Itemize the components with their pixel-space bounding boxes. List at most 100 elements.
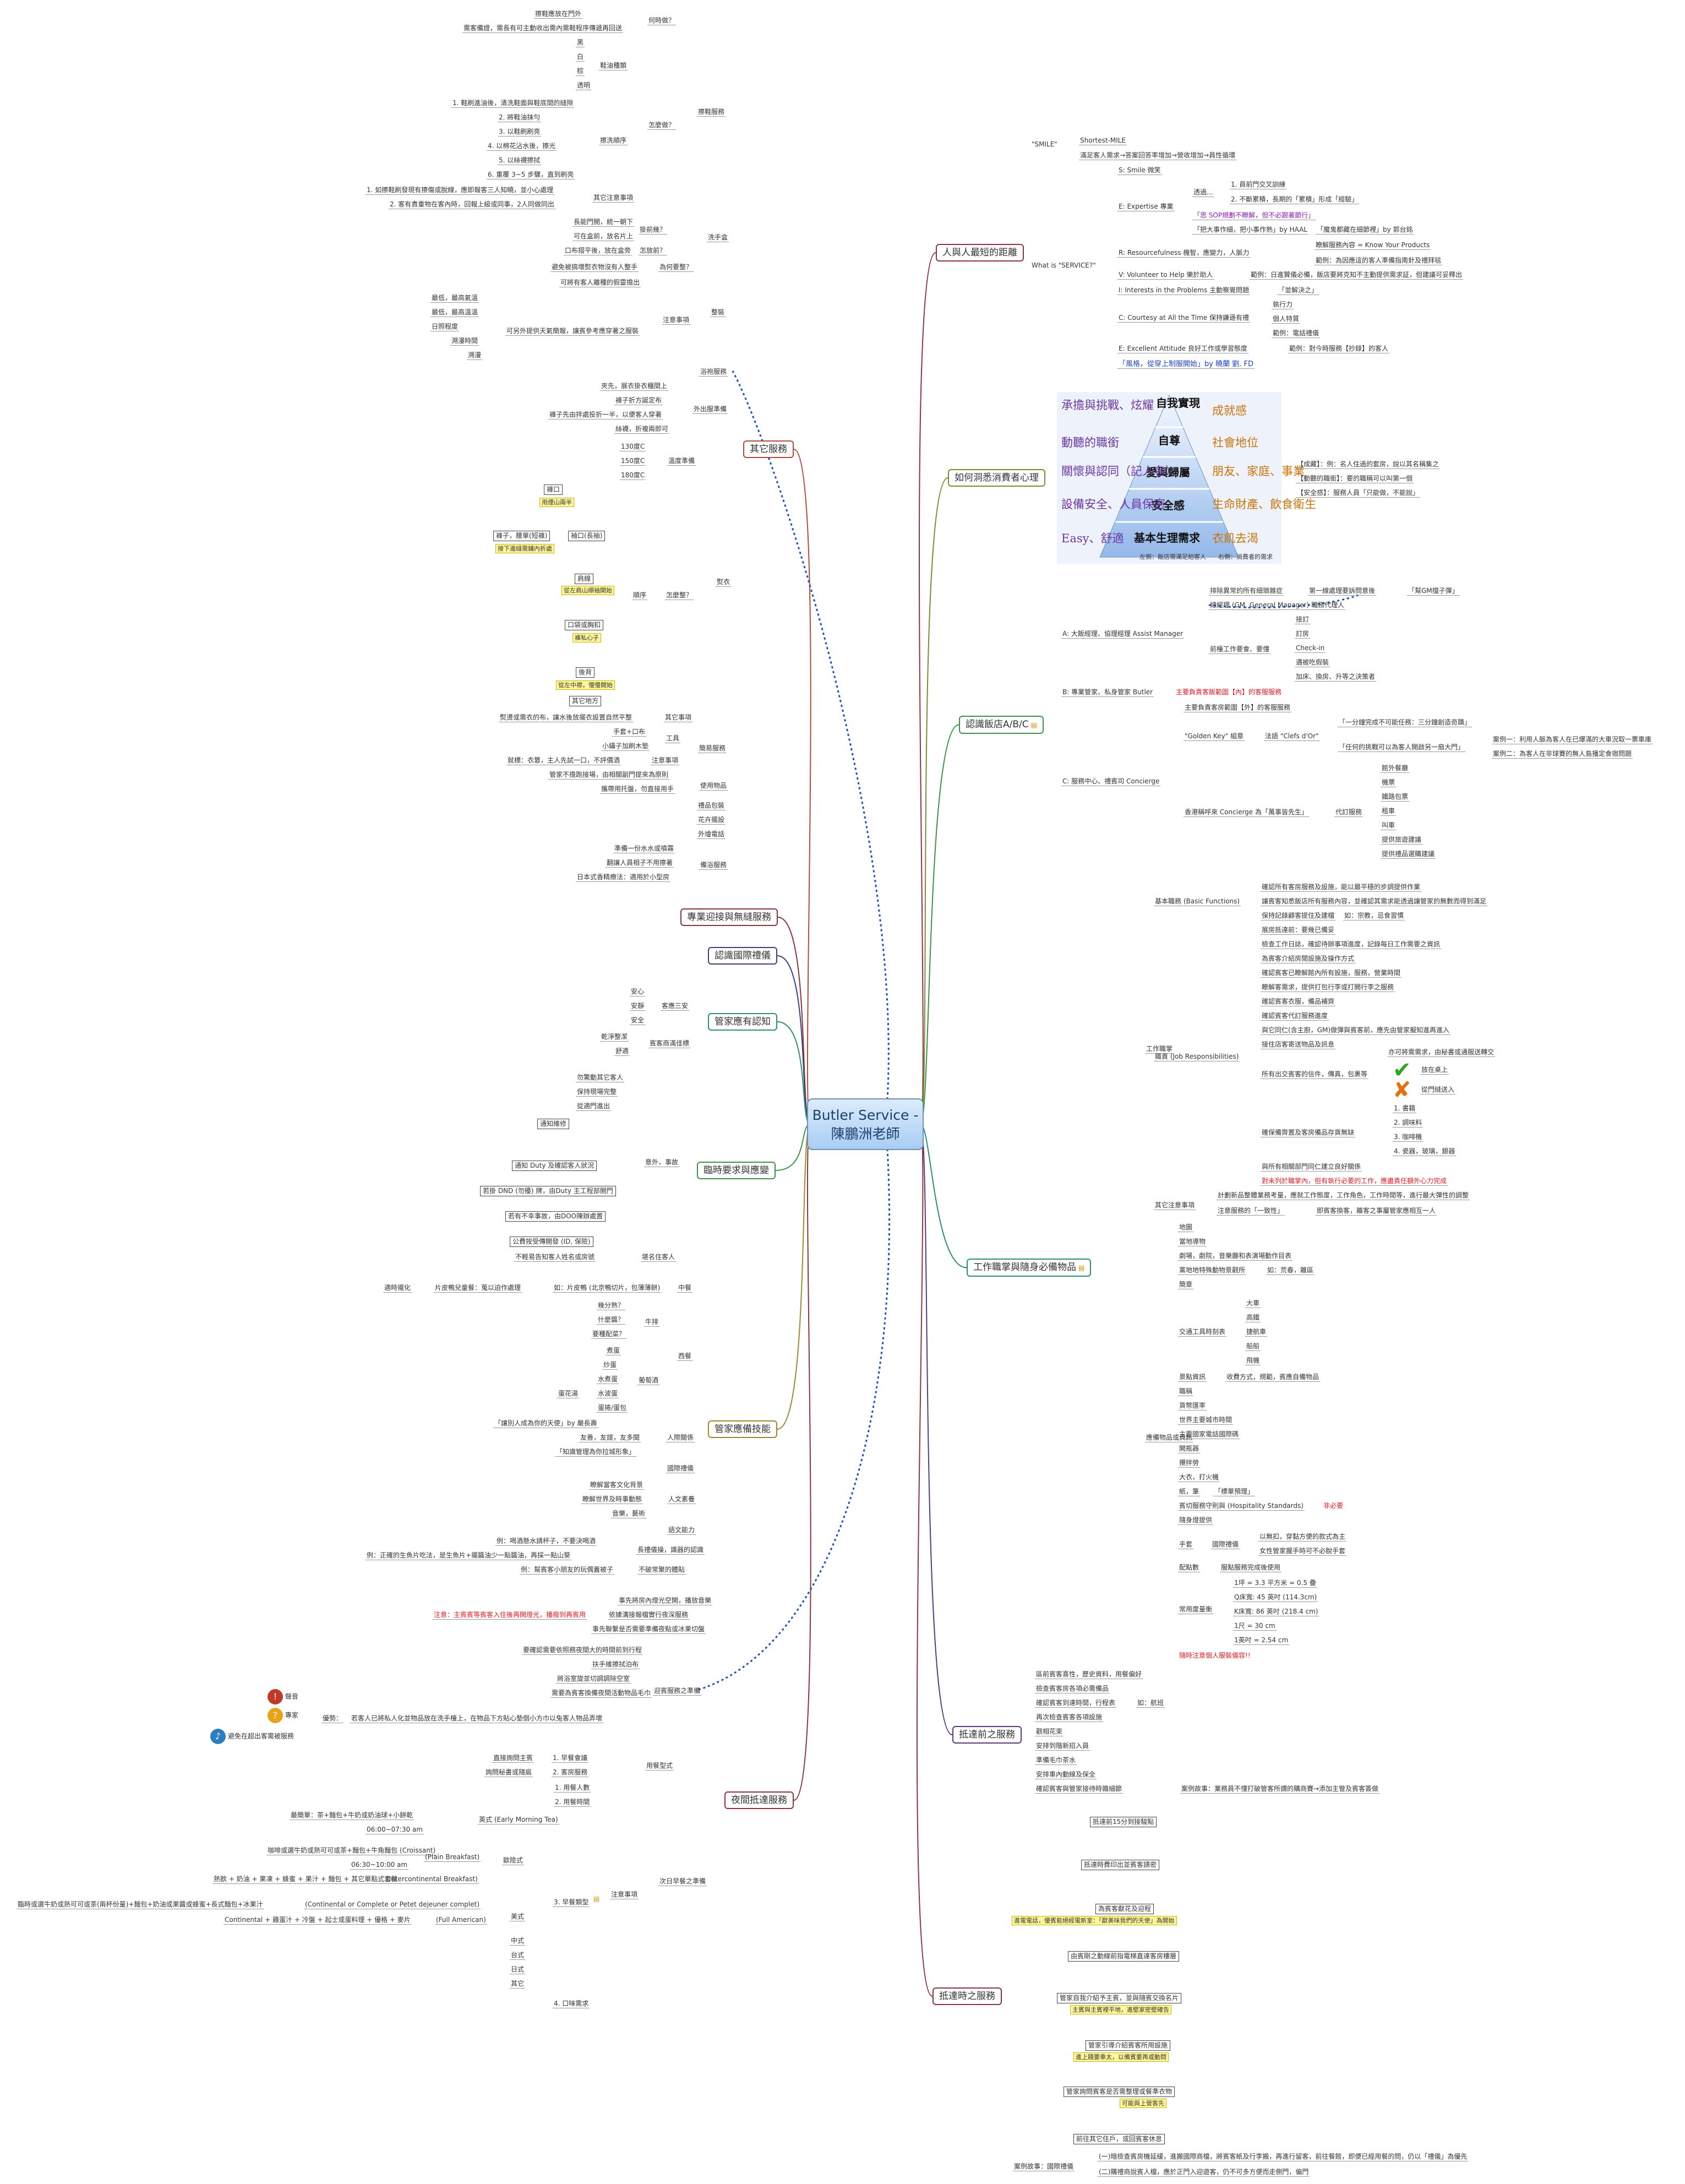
- other-item: 計劃新品整體業務考量，應就工作態度，工作角色，工作時間等，進行最大彈性的調整: [1217, 1191, 1470, 1200]
- other-item: 即賓客換客，離客之事屬管家應相互一人: [1316, 1207, 1437, 1216]
- wash-item: 可在盒前，放名片上: [572, 232, 635, 241]
- hk-item: 機票: [1381, 778, 1397, 787]
- safe-item: 安心: [630, 988, 646, 996]
- comfort-item: 乾淨整潔: [600, 1033, 629, 1042]
- hotel-a-quote: 「幫GM擋子彈」: [1407, 587, 1460, 596]
- branch-emergency[interactable]: 臨時要求與應變: [697, 1162, 776, 1179]
- bf-type: 其它: [510, 1980, 526, 1989]
- duty-carry: 應備物品或資訊: [1145, 1434, 1194, 1442]
- pack-note-item: 最低，最高溫溫: [430, 308, 479, 317]
- skill-lang: 語文能力: [667, 1526, 696, 1535]
- jr-item: 接住店客寄送物品及訊息: [1261, 1041, 1336, 1049]
- branch-skills[interactable]: 管家應備技能: [708, 1420, 777, 1438]
- use-item: 禮品包裝: [697, 802, 726, 810]
- out-item: 夾先，展衣掛衣櫃間上: [600, 382, 669, 391]
- hk-item: 館外餐廳: [1381, 764, 1410, 773]
- central-topic[interactable]: Butler Service - 陳鵬洲老師: [807, 1098, 924, 1150]
- bf-detail: (Full American): [435, 1916, 487, 1925]
- arrival-step: 管家詢問賓客是否需整理或餐準衣物: [1064, 2087, 1175, 2097]
- three-safe: 客應三安: [661, 1002, 690, 1011]
- branch-hotels[interactable]: 認識飯店A/B/C▤: [959, 716, 1044, 734]
- bf-detail: 熱飲 + 奶油 + 果凍 + 蜂蜜 + 果汁 + 麵包 + 其它單點式套餐: [212, 1875, 399, 1884]
- branch-cognition[interactable]: 管家應有認知: [708, 1013, 777, 1031]
- iron-step: 口袋或胸扣: [565, 620, 604, 630]
- bf-detail: Continental + 雞蛋汁 + 冷盤 + 起士或蛋料理 + 優格 + 麥…: [223, 1916, 412, 1925]
- jr-item: 檢查工作日誌，確認待辦事項進度，記錄每日工作需要之資訊: [1261, 940, 1442, 949]
- branch-pre-arrival[interactable]: 抵達前之服務: [952, 1726, 1022, 1744]
- tool-item: 小鑷子加刷木墊: [601, 742, 650, 751]
- bf-type: 台式: [510, 1951, 526, 1960]
- emergency-step: 通知維修: [537, 1119, 570, 1129]
- central-subtitle: 陳鵬洲老師: [831, 1126, 900, 1142]
- branch-psychology[interactable]: 如何洞悉消費者心理: [948, 469, 1045, 487]
- bf-detail: (Continental or Complete or Petet dejeun…: [304, 1900, 481, 1909]
- service-e-2: 2. 不斷累積，長期的「累積」形成「經驗」: [1230, 195, 1360, 204]
- jr-check-item: 1. 書籍: [1393, 1104, 1417, 1113]
- smile-question: "SMILE": [1032, 140, 1057, 148]
- carry-transport: 交通工具時刻表: [1178, 1328, 1227, 1337]
- iron-order: 順序: [632, 591, 648, 600]
- meal-item: 2. 客房服務: [552, 1768, 589, 1777]
- use-item: 外燴電話: [697, 830, 726, 839]
- wash-box: 洗手盒: [707, 233, 729, 242]
- meal-note: 詢問秘書或隨扈: [484, 1768, 533, 1777]
- service-item: 例：喝酒懸水請杯子，不要決喝酒: [495, 1537, 597, 1546]
- hotel-c: C: 服務中心、禮賓司 Concierge: [1061, 777, 1161, 786]
- pack-note: 注意事項: [662, 316, 691, 325]
- branch-duties[interactable]: 工作職掌與隨身必備物品▤: [967, 1259, 1092, 1277]
- carry-item: 貨幣匯率: [1178, 1402, 1207, 1410]
- note-icon: ▤: [1078, 1264, 1085, 1272]
- emergency-step: 若有不幸事故，由DOO陳辦處置: [505, 1211, 606, 1222]
- pre-item: 確認賓客與管家接待時雜細節: [1035, 1785, 1124, 1794]
- branch-distance[interactable]: 人與人最短的距離: [936, 244, 1024, 262]
- shoe-order-item: 3. 以鞋刷刷亮: [498, 128, 542, 137]
- pyramid-caption: 左側：飯店需滿足給客人 右側：消費者的需求: [1139, 553, 1273, 560]
- pack-service: 整裝: [710, 308, 726, 317]
- service-ee-1: 範例：對今時服務【抄錄】的客人: [1288, 345, 1390, 353]
- breakfast-item: 2. 用餐時間: [554, 1798, 591, 1807]
- seamless-item: 扶手維擦拭泊布: [591, 1660, 640, 1669]
- pack-note-item: 最低，最高氣溫: [430, 294, 479, 303]
- pyramid-left-label: 動聽的職銜: [1061, 436, 1119, 449]
- wash-q: 掛前幾？: [639, 226, 668, 235]
- branch-etiquette[interactable]: 認識國際禮儀: [708, 947, 777, 965]
- simple-note: 注意事項: [651, 756, 680, 765]
- temp-prep: 溫度準備: [667, 457, 696, 466]
- service-e-5: 「魔鬼都藏在細節裡」by 郭台銘: [1316, 226, 1414, 235]
- jr-item: 與它同仁(含主廚，GM)做彈與賓客前，應先由管家擬知進再進入: [1261, 1026, 1451, 1035]
- connector-line: [793, 1124, 811, 1801]
- wine-item: 水煮蛋: [597, 1375, 619, 1384]
- branch-seamless[interactable]: 專業迎接與無縫服務: [680, 908, 778, 926]
- service-e-3: 「思 SOP規劃不瞭解，但不必跟著節行」: [1192, 211, 1316, 220]
- arrival-note: 主賓與主賓裡平地，進壁家密壁確告: [1070, 2005, 1171, 2014]
- skill-service: 長禮儀操，識器的認識: [636, 1546, 705, 1555]
- pyramid-right-label: 成就感: [1212, 404, 1247, 417]
- iron-step: 褲口: [544, 484, 563, 495]
- icon-expert: ? 專家: [266, 1708, 299, 1723]
- shoe-kinds: 鞋油種類: [599, 62, 628, 70]
- branch-arrival[interactable]: 抵達時之服務: [933, 1987, 1002, 2005]
- duty-other: 其它注意事項: [1154, 1201, 1196, 1210]
- carry-item: 如：荒春，離區: [1266, 1266, 1315, 1275]
- western-wine: 葡萄酒: [637, 1376, 660, 1385]
- branch-other-services[interactable]: 其它服務: [743, 440, 794, 458]
- service-c-3: 範例：電話禮儀: [1272, 329, 1321, 338]
- duty-work: 工作職掌: [1145, 1045, 1174, 1054]
- hk-item: 提供旅遊建議: [1381, 836, 1423, 845]
- case: 案例二：為客人在非球賽的無人島播定食宿問題: [1492, 750, 1633, 759]
- carry-item: 非必要: [1323, 1502, 1344, 1510]
- meal-type: 用餐型式: [645, 1762, 674, 1771]
- hotel-a-pre-item: 加床、換房、升等之決策者: [1295, 673, 1377, 682]
- pack-q1: 避免被搞壞熨衣物沒有人整手: [550, 263, 639, 272]
- iron-step: 袖口(長袖): [568, 531, 606, 541]
- steak-item: 幾分熟？: [597, 1301, 626, 1310]
- pyramid-left-label: 關懷與認同（記人名）: [1061, 465, 1177, 478]
- temp-item: 150度C: [620, 457, 646, 466]
- hk-item: 租車: [1381, 807, 1397, 816]
- pack-q: 為何要整？: [658, 263, 694, 272]
- branch-night[interactable]: 夜間抵達服務: [724, 1791, 794, 1809]
- seamless-item: 事先聯繫是否需要準備夜點或冰果切盤: [591, 1625, 706, 1634]
- arrival-note: 可能與上管客先: [1120, 2099, 1166, 2108]
